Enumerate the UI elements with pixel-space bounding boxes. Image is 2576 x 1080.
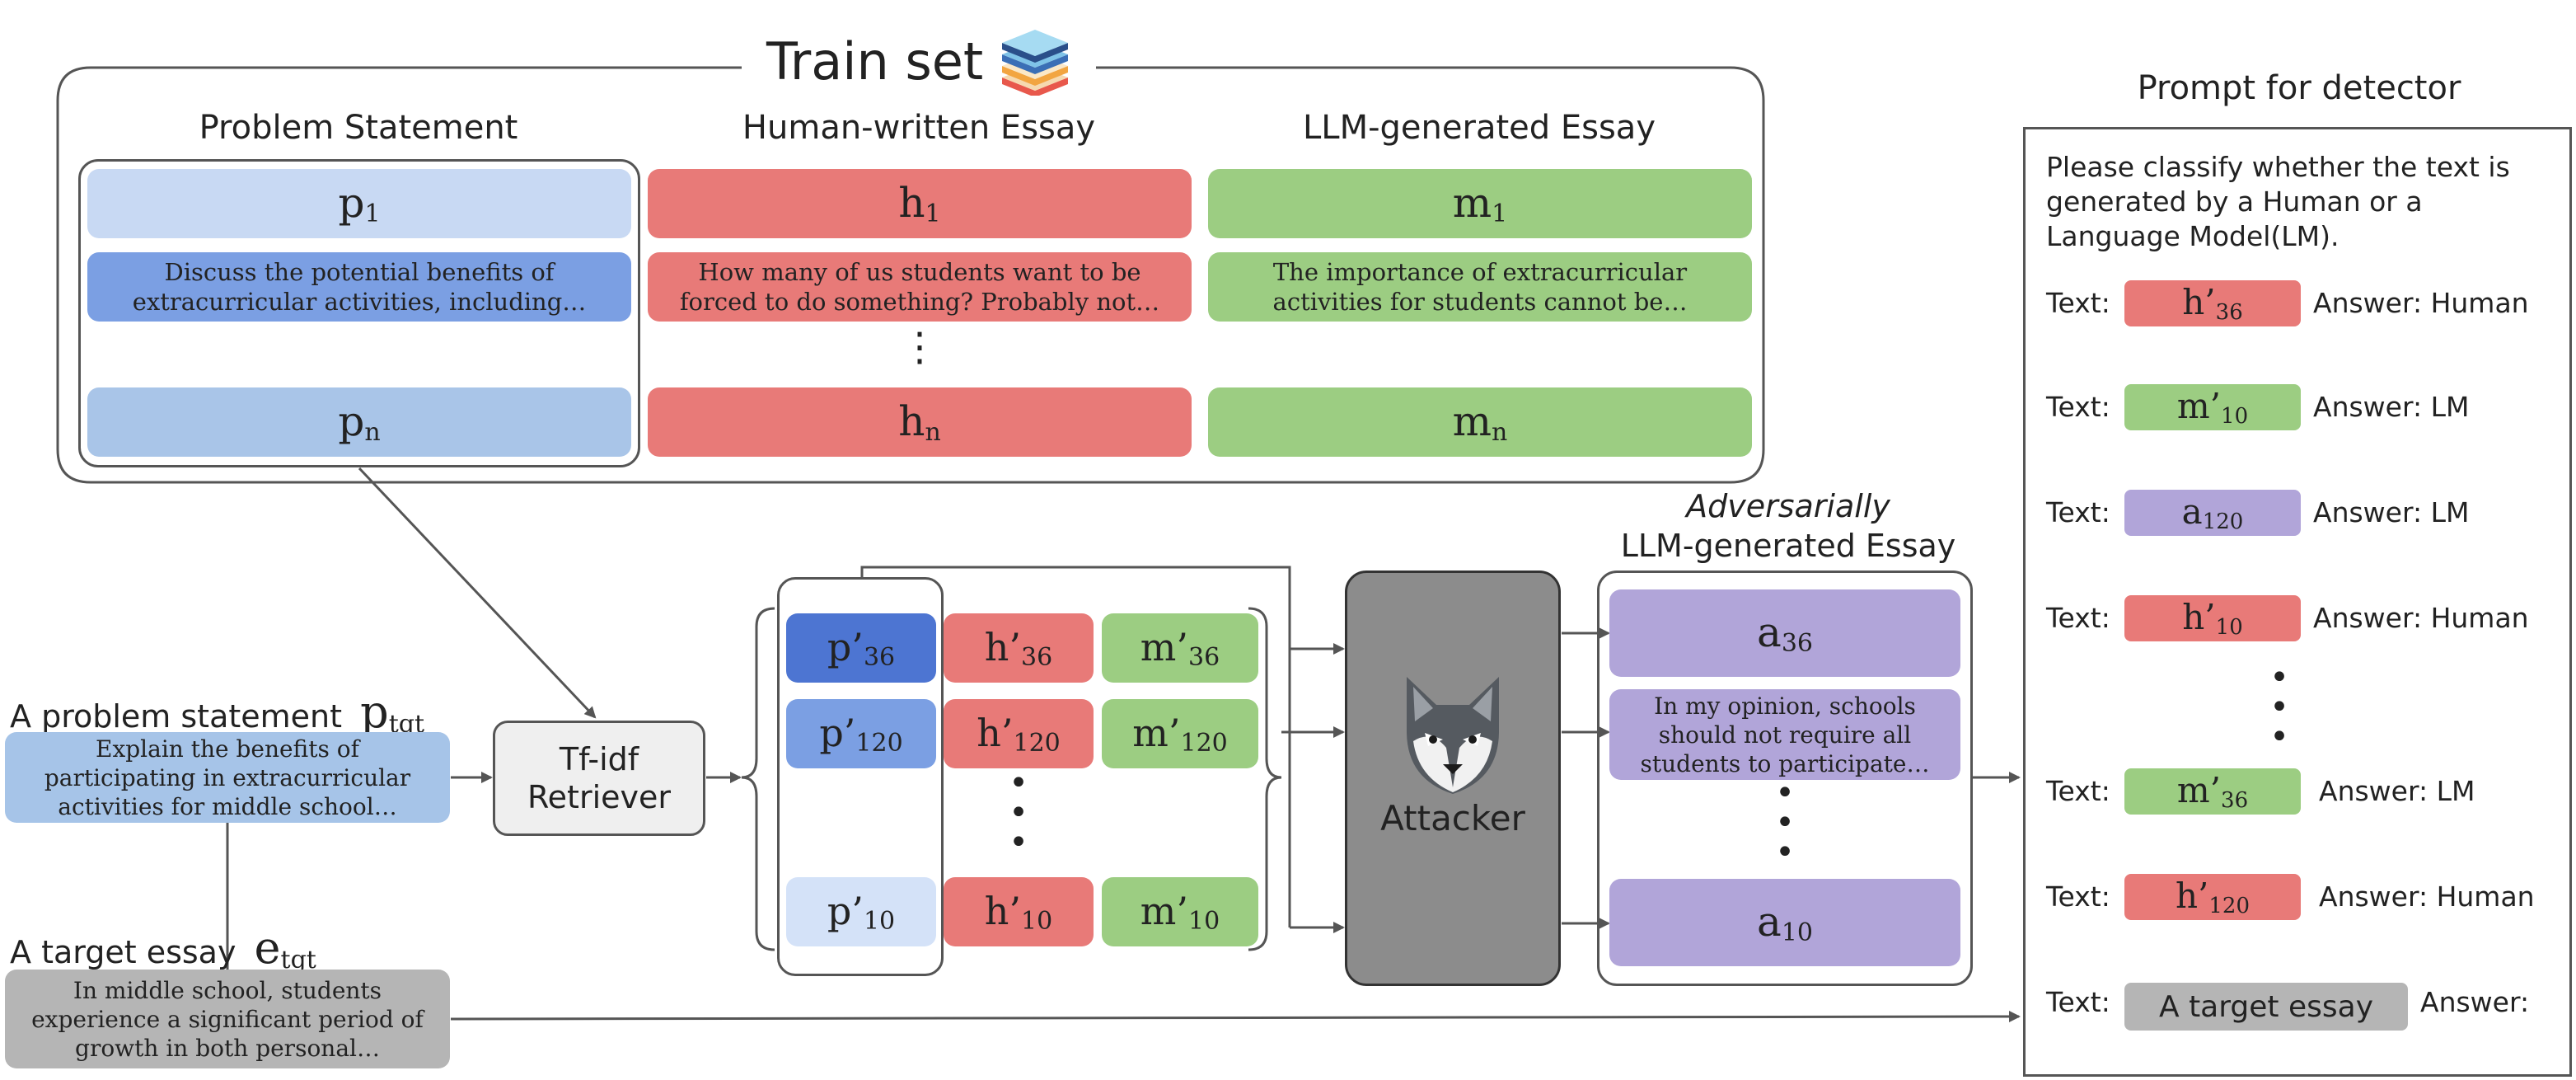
prompt-answer: Answer: LM bbox=[2319, 775, 2475, 807]
retrieved-m36: m’36 bbox=[1102, 613, 1258, 683]
prompt-target-box: A target essay bbox=[2124, 983, 2408, 1031]
retrieved-h10: h’10 bbox=[944, 877, 1094, 946]
prompt-text-label: Text: bbox=[2046, 287, 2110, 319]
retrieved-h120: h’120 bbox=[944, 699, 1094, 768]
adversarial-ellipsis: ••• bbox=[1775, 774, 1795, 871]
prompt-text-label: Text: bbox=[2046, 880, 2110, 913]
prompt-text-label: Text: bbox=[2046, 496, 2110, 528]
problem-statement-header: Problem Statement bbox=[199, 109, 518, 147]
retrieved-p10: p’10 bbox=[786, 877, 936, 946]
train-set-frame bbox=[56, 66, 1765, 484]
prompt-answer: Answer: Human bbox=[2319, 880, 2535, 913]
train-set-title: Train set bbox=[766, 31, 984, 92]
prompt-title: Prompt for detector bbox=[2137, 69, 2461, 107]
h1-box: h1 bbox=[648, 169, 1192, 238]
prompt-text-label: Text: bbox=[2046, 602, 2110, 634]
retrieved-p120: p’120 bbox=[786, 699, 936, 768]
m1-text: The importance of extracurricular activi… bbox=[1208, 252, 1752, 322]
retrieved-ellipsis: ••• bbox=[1009, 764, 1028, 862]
hn-box: hn bbox=[648, 387, 1192, 457]
prompt-answer: Answer: LM bbox=[2313, 391, 2470, 423]
prompt-target-answer: Answer: bbox=[2420, 986, 2530, 1018]
adversarial-title-italic: Adversarially bbox=[1686, 488, 1890, 524]
human-essay-header: Human-written Essay bbox=[742, 109, 1096, 147]
right-brace bbox=[1248, 607, 1282, 951]
llm-essay-header: LLM-generated Essay bbox=[1303, 109, 1656, 147]
retrieved-h36: h’36 bbox=[944, 613, 1094, 683]
bracket-to-attacker bbox=[860, 566, 1291, 927]
prompt-example-box: a120 bbox=[2124, 490, 2301, 536]
mn-box: mn bbox=[1208, 387, 1752, 457]
p1-text: Discuss the potential benefits of extrac… bbox=[87, 252, 631, 322]
arrow-problems-to-retriever bbox=[358, 467, 597, 719]
tfidf-retriever: Tf-idf Retriever bbox=[493, 721, 705, 836]
prompt-example-box: m’10 bbox=[2124, 384, 2301, 430]
problem-column-frame bbox=[78, 159, 640, 467]
retrieved-problem-frame bbox=[777, 577, 944, 976]
target-problem-box: Explain the benefits of participating in… bbox=[5, 732, 450, 823]
prompt-ellipsis: ••• bbox=[2269, 659, 2289, 756]
prompt-example-box: m’36 bbox=[2124, 768, 2301, 815]
prompt-answer: Answer: LM bbox=[2313, 496, 2470, 528]
m1-box: m1 bbox=[1208, 169, 1752, 238]
target-essay-box: In middle school, students experience a … bbox=[5, 970, 450, 1068]
attacker-label: Attacker bbox=[1380, 798, 1525, 838]
p1-box: p1 bbox=[87, 169, 631, 238]
prompt-frame bbox=[2023, 127, 2572, 1077]
a-text-box: In my opinion, schools should not requir… bbox=[1609, 689, 1960, 780]
problem-statement-label: A problem statement ptgt bbox=[10, 686, 425, 739]
h1-text: How many of us students want to be force… bbox=[648, 252, 1192, 322]
prompt-target-text-label: Text: bbox=[2046, 986, 2110, 1018]
adversarial-title: LLM-generated Essay bbox=[1620, 528, 1956, 564]
prompt-text-label: Text: bbox=[2046, 391, 2110, 423]
prompt-instruction: Please classify whether the text is gene… bbox=[2046, 151, 2510, 252]
left-brace bbox=[741, 607, 775, 951]
prompt-example-box: h’36 bbox=[2124, 280, 2301, 326]
prompt-example-box: h’10 bbox=[2124, 595, 2301, 641]
target-essay-label: A target essay etgt bbox=[10, 922, 316, 974]
wolf-icon bbox=[1407, 677, 1499, 794]
retrieved-p36: p’36 bbox=[786, 613, 936, 683]
prompt-answer: Answer: Human bbox=[2313, 287, 2529, 319]
books-icon bbox=[1002, 30, 1068, 96]
prompt-answer: Answer: Human bbox=[2313, 602, 2529, 634]
arrow-target-to-prompt bbox=[450, 1011, 2021, 1023]
retrieved-m10: m’10 bbox=[1102, 877, 1258, 946]
a10-box: a10 bbox=[1609, 879, 1960, 966]
retrieved-m120: m’120 bbox=[1102, 699, 1258, 768]
adversarial-frame bbox=[1597, 571, 1973, 986]
prompt-example-box: h’120 bbox=[2124, 874, 2301, 920]
vertical-ellipsis: ⋮ bbox=[900, 324, 939, 370]
pn-box: pn bbox=[87, 387, 631, 457]
prompt-text-label: Text: bbox=[2046, 775, 2110, 807]
a36-box: a36 bbox=[1609, 589, 1960, 677]
